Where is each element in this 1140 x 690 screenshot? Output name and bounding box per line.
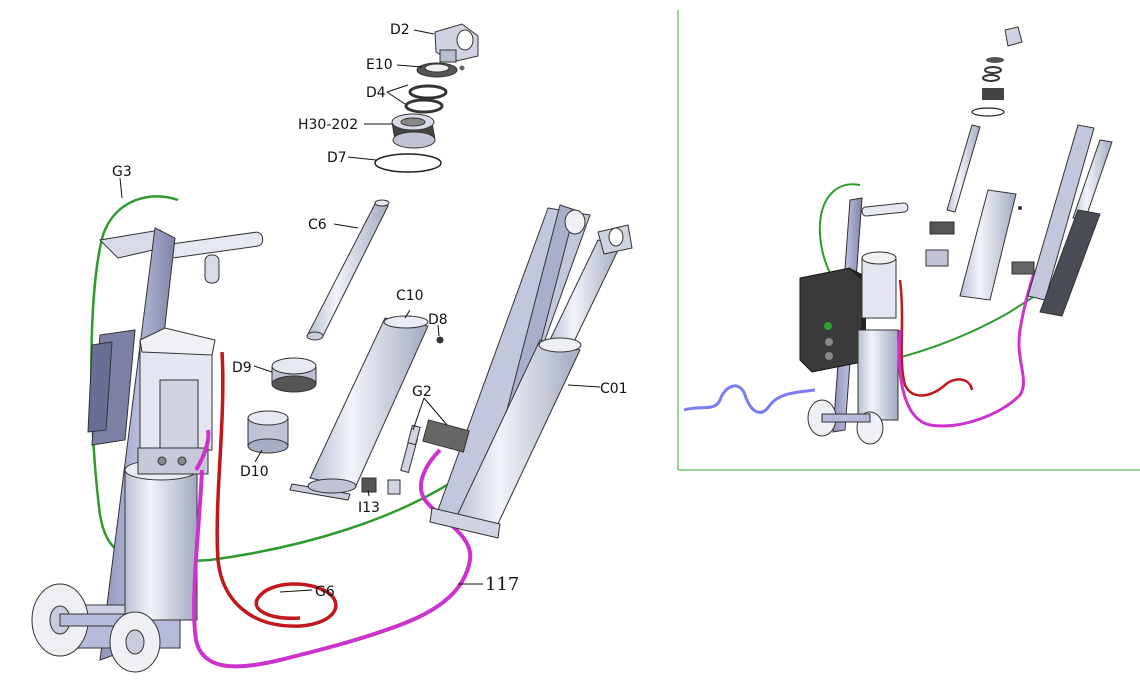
cylinder-assembly (400, 204, 633, 539)
main-view: D2 E10 D4 H30-202 D7 G3 C6 C10 D8 D9 G2 … (31, 22, 633, 673)
part-d8-plug (436, 336, 444, 344)
part-small-ball (459, 65, 465, 71)
leader-lines (119, 29, 601, 593)
inset-wheels (807, 399, 884, 445)
inset-assembled-view (677, 10, 1140, 471)
label-c01: C01 (600, 381, 628, 397)
label-d8: D8 (428, 312, 448, 328)
inset-hose-magenta (897, 269, 1037, 428)
part-d2-elbow (434, 23, 479, 63)
inset-handle (861, 202, 909, 217)
wheel-left (31, 583, 131, 657)
inset-hose-red (898, 279, 974, 397)
part-c10-barrel (289, 315, 429, 501)
inset-pump (857, 251, 899, 421)
label-117: 117 (485, 574, 519, 595)
inset-exploded-parts (925, 26, 1023, 301)
label-g3: G3 (112, 164, 132, 180)
part-e10-ring (416, 62, 458, 78)
label-g2: G2 (412, 384, 432, 400)
part-c6-rod (306, 199, 390, 341)
label-c10: C10 (396, 288, 424, 304)
label-d4: D4 (366, 85, 386, 101)
label-i13: I13 (358, 500, 380, 516)
label-d2: D2 (390, 22, 410, 38)
part-i13-fitting (361, 477, 401, 495)
label-c6: C6 (308, 217, 327, 233)
label-d7: D7 (327, 150, 347, 166)
part-d4-rings (404, 84, 448, 114)
callout-labels: D2 E10 D4 H30-202 D7 G3 C6 C10 D8 D9 G2 … (112, 22, 628, 600)
label-e10: E10 (366, 57, 393, 73)
wheel-right (109, 611, 161, 673)
part-d7-oring (374, 153, 442, 173)
part-d9-piston (271, 357, 317, 393)
hose-blue (683, 384, 816, 414)
part-h30-202-gland (391, 113, 436, 149)
inset-control-box (799, 267, 866, 373)
label-h30-202: H30-202 (298, 117, 358, 133)
hose-g6 (215, 351, 338, 628)
part-d10-piston (247, 410, 289, 454)
inset-cylinder-assembly (1011, 124, 1113, 317)
hose-117-branch (194, 429, 211, 472)
pump-tank (124, 327, 216, 621)
label-g6: G6 (315, 584, 335, 600)
label-d10: D10 (240, 464, 269, 480)
label-d9: D9 (232, 360, 252, 376)
